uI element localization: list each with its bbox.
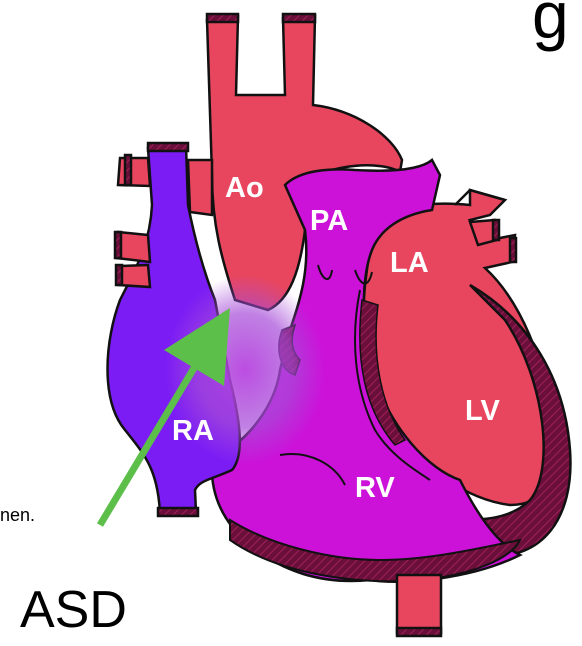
label-rv: RV (355, 472, 395, 504)
aorta-branch-cap-2 (283, 14, 315, 22)
descending-aorta (397, 575, 441, 636)
label-lv: LV (465, 395, 501, 427)
label-ao: Ao (225, 172, 264, 204)
asd-label: ASD (20, 581, 127, 639)
label-ra: RA (172, 415, 214, 447)
aorta-branch-cap-1 (207, 14, 238, 22)
side-text-fragment: nen. (0, 505, 35, 525)
label-la: LA (390, 247, 429, 279)
top-text-fragment: g (532, 0, 569, 52)
label-pa: PA (310, 205, 348, 237)
